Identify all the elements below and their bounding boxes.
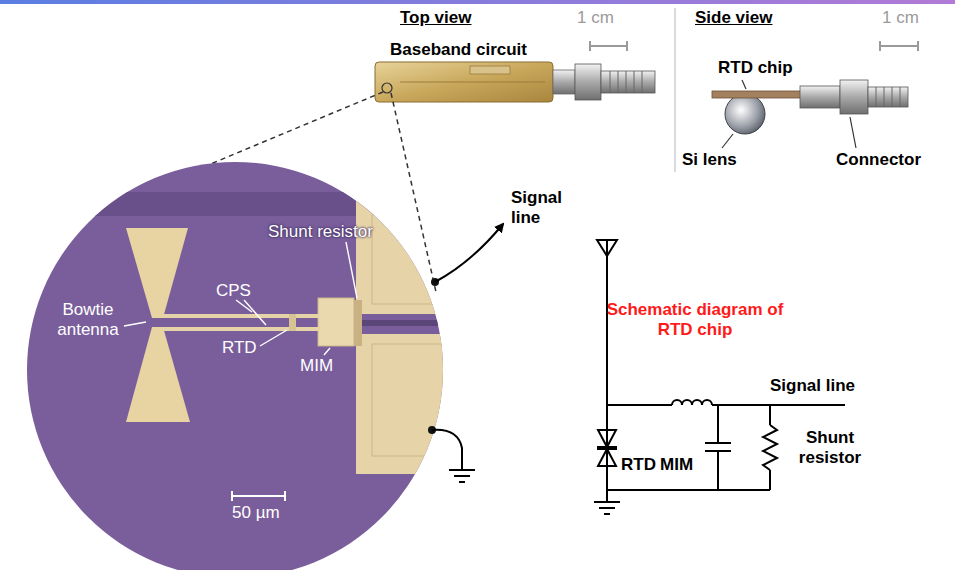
chip-layout (20, 180, 486, 474)
part-name: CPS (216, 281, 251, 301)
scale-text: 1 cm (882, 8, 919, 28)
leader-line (722, 80, 856, 148)
scale-bar (590, 41, 918, 51)
baseband-photo (375, 62, 655, 102)
part-name: Shunt resistor (268, 222, 373, 242)
scale-text: 50 µm (232, 503, 280, 523)
component-label: MIM (660, 455, 693, 475)
part-name: Connector (836, 150, 921, 170)
scale-bar (232, 491, 285, 501)
signal-name: Signal line (770, 376, 855, 396)
part-name: RTD (222, 338, 257, 358)
part-name: Si lens (682, 150, 737, 170)
view-title: Side view (695, 8, 772, 28)
scale-text: 1 cm (577, 8, 614, 28)
bond-wire (428, 224, 503, 482)
header-band (0, 0, 955, 4)
side-view-photo (712, 80, 908, 134)
divider (674, 8, 676, 172)
view-title: Top view (400, 8, 471, 28)
component-label: RTD (621, 455, 656, 475)
component-label: Shunt resistor (788, 428, 872, 469)
part-name: MIM (300, 356, 333, 376)
part-name: Baseband circuit (388, 40, 529, 60)
part-name: Bowtie antenna (52, 300, 124, 341)
signal-name: Signal line (511, 188, 575, 229)
part-name: RTD chip (718, 58, 793, 78)
schematic-title: Schematic diagram of RTD chip (598, 300, 792, 341)
